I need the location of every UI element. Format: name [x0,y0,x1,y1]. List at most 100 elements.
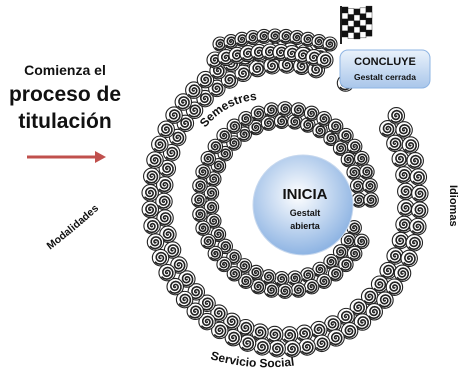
swirl-icon [362,177,378,194]
swirl-icon [310,320,328,339]
swirl-icon [143,217,161,235]
swirl-icon [393,264,412,282]
swirl-icon [223,312,241,331]
swirl-icon [175,290,194,309]
swirl-icon [332,140,349,156]
swirl-icon [353,313,372,331]
swirl-icon [200,233,217,250]
concluye-box: CONCLUYE Gestalt cerrada [339,49,431,89]
swirl-icon [238,111,254,127]
label-idiomas: Idiomas [447,185,459,227]
swirl-icon [186,302,205,321]
swirl-icon [346,219,362,236]
swirl-icon [379,261,397,280]
swirl-icon [327,329,345,347]
swirl-icon [391,150,410,168]
swirl-icon [290,102,307,118]
swirl-icon [303,278,320,295]
intro-line-3: titulación [18,110,112,133]
swirl-icon [410,201,429,219]
swirl-icon [338,256,354,273]
swirl-icon [322,36,338,52]
swirl-icon [158,159,177,178]
swirl-icon [290,282,307,298]
swirl-icon [411,184,429,203]
swirl-icon [268,339,286,358]
swirl-icon [409,217,427,236]
swirl-icon [346,138,363,155]
swirl-icon [277,283,293,299]
swirl-icon [185,81,203,99]
swirl-icon [250,105,267,122]
swirl-icon [216,256,232,273]
swirl-icon [211,321,229,340]
swirl-icon [158,263,176,282]
swirl-icon [226,265,243,282]
swirl-icon [298,338,316,356]
swirl-icon [395,121,413,139]
swirl-icon [327,265,344,282]
swirl-icon [360,287,379,306]
swirl-icon [323,253,339,270]
swirl-icon [386,134,404,153]
inicia-bubble: INICIA Gestalt abierta [252,154,354,256]
swirl-icon [340,232,357,249]
swirl-icon [385,278,404,296]
swirl-spiral-path [141,28,429,358]
swirl-icon [263,102,280,118]
checkered-flag-icon [340,5,373,44]
swirl-icon [157,120,175,139]
swirl-icon [316,111,332,127]
swirl-icon [195,220,211,236]
swirl-icon [191,192,207,208]
swirl-icon [216,127,232,144]
swirl-icon [238,334,257,352]
inicia-sub-2: abierta [290,221,321,231]
swirl-icon [141,184,159,202]
swirl-icon [198,312,216,331]
swirl-icon [192,177,208,194]
swirl-icon [151,135,169,154]
swirl-icon [370,275,389,293]
inicia-title: INICIA [283,186,328,203]
swirl-icon [313,334,331,353]
swirl-icon [300,267,316,283]
swirl-icon [238,273,254,289]
swirl-icon [338,127,354,144]
swirl-icon [363,192,379,208]
swirl-icon [196,70,215,89]
swirl-icon [346,245,363,262]
swirl-icon [277,101,293,117]
swirl-icon [210,304,228,322]
swirl-icon [401,136,420,154]
swirl-icon [207,245,224,262]
concluye-title: CONCLUYE [354,56,416,68]
swirl-icon [365,303,383,321]
swirl-icon [406,151,424,170]
swirl-icon [174,93,193,111]
swirl-icon [353,150,370,167]
swirl-icon [155,176,174,194]
swirl-icon [165,106,183,124]
swirl-icon [340,322,359,340]
swirl-icon [316,51,334,69]
swirl-icon [405,233,424,252]
intro-line-1: Comienza el [24,62,106,78]
swirl-icon [253,338,271,356]
swirl-icon [395,166,413,184]
swirl-icon [192,206,208,223]
swirl-icon [166,277,184,296]
swirl-icon [220,71,239,89]
swirl-icon [400,249,418,268]
swirl-icon [141,200,160,219]
swirl-icon [283,340,301,358]
swirl-icon [146,151,164,169]
concluye-sub: Gestalt cerrada [354,72,416,82]
swirl-icon [162,143,181,162]
swirl-icon [409,168,428,186]
right-arrow-icon [27,151,106,163]
swirl-icon [278,28,294,44]
swirl-icon [263,282,280,298]
inicia-sub-1: Gestalt [290,208,321,218]
